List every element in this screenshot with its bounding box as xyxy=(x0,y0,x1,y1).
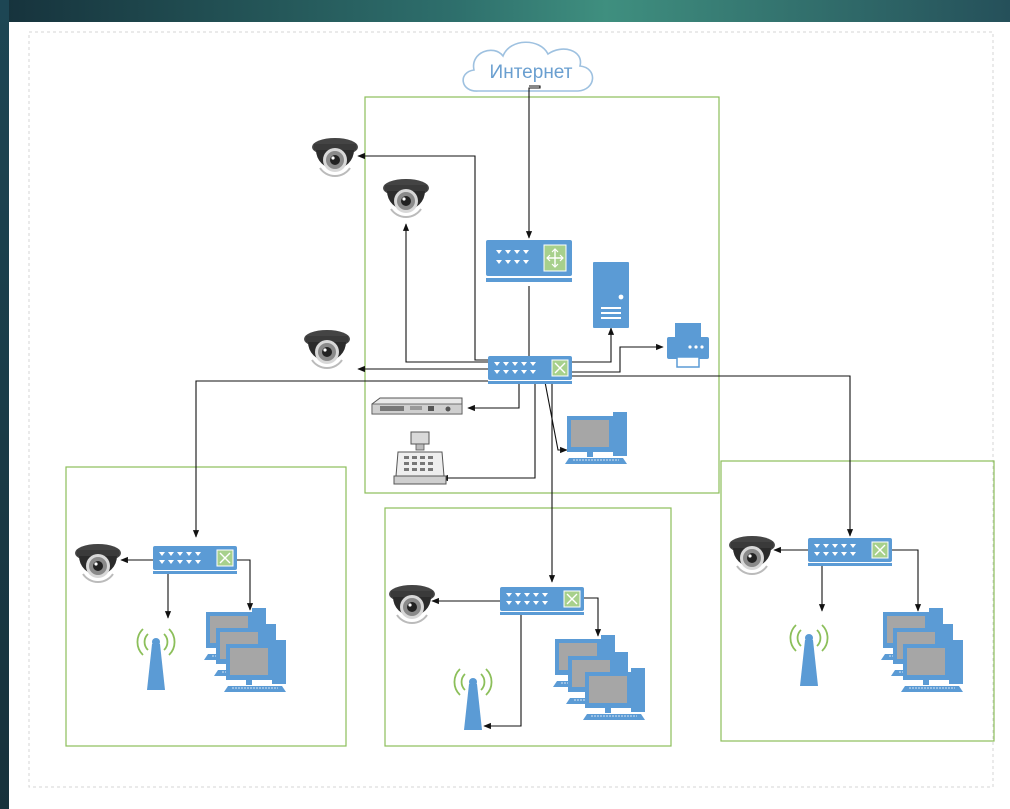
zone-central-office xyxy=(364,96,720,494)
workstation-icon xyxy=(564,411,628,465)
wifi-access-point-icon xyxy=(453,668,493,731)
diagram-border xyxy=(28,31,994,788)
workstations-group-icon xyxy=(880,607,964,693)
core-switch-icon xyxy=(487,355,573,385)
zone-branch-middle xyxy=(384,507,672,747)
branch-left-switch-icon xyxy=(152,545,238,575)
nvr-recorder-icon xyxy=(371,397,463,415)
cash-register-icon xyxy=(393,431,447,485)
slide-top-bar xyxy=(0,0,1010,22)
internet-cloud-icon xyxy=(462,41,594,92)
workstations-group-icon xyxy=(203,607,287,693)
camera-icon xyxy=(74,543,122,584)
camera-icon xyxy=(311,137,359,178)
server-icon xyxy=(593,262,629,328)
router-icon xyxy=(485,239,573,283)
wifi-access-point-icon xyxy=(136,628,176,691)
slide-side-bar xyxy=(0,0,9,809)
connection-lines xyxy=(120,85,922,730)
branch-middle-switch-icon xyxy=(499,586,585,616)
branch-right-switch-icon xyxy=(807,537,893,567)
printer-icon xyxy=(667,323,709,368)
wifi-access-point-icon xyxy=(789,624,829,687)
zone-branch-left xyxy=(65,466,347,747)
internet-cloud-label: Интернет xyxy=(490,62,573,83)
zone-branch-right xyxy=(720,460,995,742)
workstations-group-icon xyxy=(552,634,646,721)
camera-icon xyxy=(728,535,776,576)
camera-icon xyxy=(382,178,430,219)
camera-icon xyxy=(388,584,436,625)
camera-icon xyxy=(303,329,351,370)
